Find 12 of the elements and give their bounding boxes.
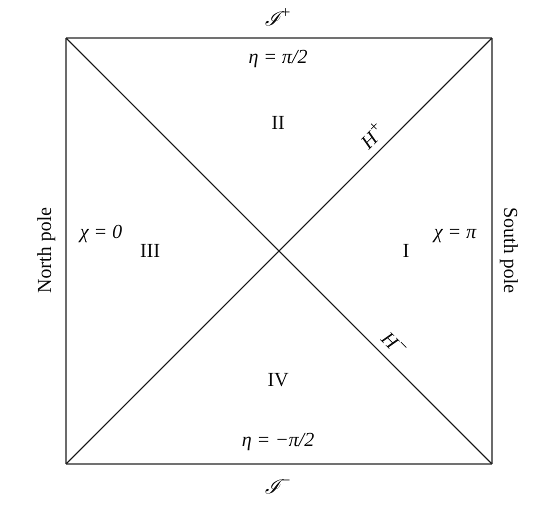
region-label: II (271, 113, 285, 133)
region-label: I (402, 241, 410, 261)
coordinate-label: χ = π (434, 222, 476, 242)
coordinate-label: η = −π/2 (242, 430, 314, 450)
coordinate-label: χ = 0 (80, 222, 122, 242)
boundary-label: South pole (500, 206, 520, 294)
boundary-label: North pole (35, 206, 55, 294)
coordinate-label: η = π/2 (248, 47, 308, 67)
boundary-label: ℐ$^{−}$ (264, 472, 292, 498)
region-label: IV (267, 370, 289, 390)
boundary-label: ℐ$^{+}$ (264, 4, 292, 30)
region-label: III (140, 241, 160, 261)
